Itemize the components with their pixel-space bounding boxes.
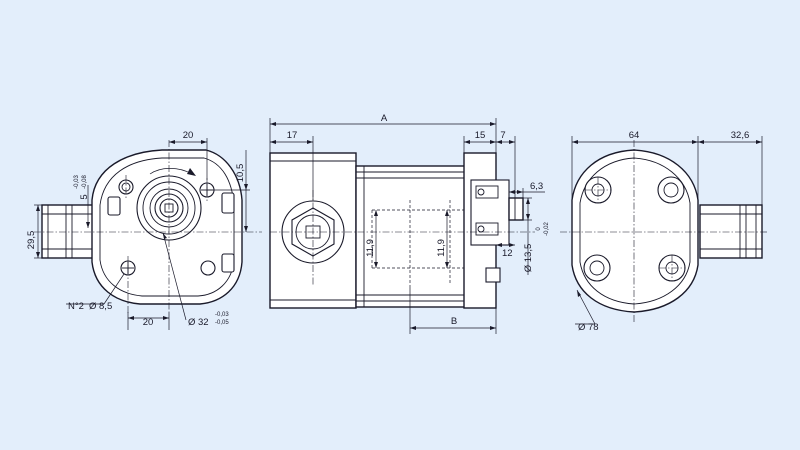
tol-shaft-upper: -0,03	[215, 312, 229, 318]
dim-bottom-width: 20	[143, 317, 154, 328]
port-label: N°2	[68, 301, 84, 312]
dim-7: 7	[500, 130, 505, 141]
rear-bolt	[657, 176, 685, 204]
shaft-diameter: Ø 32	[188, 317, 209, 328]
port-diameter: Ø 8,5	[89, 301, 112, 312]
rear-view: 64 32,6 Ø 78	[560, 130, 768, 333]
dim-78: Ø 78	[578, 322, 599, 333]
dim-offset: 5	[79, 194, 90, 199]
dim-top-width: 20	[183, 130, 194, 141]
rear-body	[571, 149, 699, 313]
seal-housing	[470, 179, 510, 246]
dim-left-height: 29,5	[26, 231, 37, 250]
shaft-tip-diameter: Ø 13,5	[523, 244, 534, 273]
tol-offset-upper: -0,03	[74, 175, 80, 189]
dim-12: 12	[502, 248, 513, 259]
tol-shaft-lower: -0,05	[215, 320, 229, 326]
dim-11-9-right: 11,9	[436, 239, 447, 257]
dim-32-6: 32,6	[731, 130, 750, 141]
dim-6-3: 6,3	[530, 181, 543, 192]
dim-64: 64	[629, 130, 640, 141]
side-body	[355, 165, 469, 308]
dim-15: 15	[475, 130, 486, 141]
rear-bolt	[583, 254, 611, 282]
dim-A: A	[381, 113, 388, 124]
dim-right-height: 10,5	[235, 164, 246, 183]
dim-11-9-left: 11,9	[365, 239, 376, 257]
tol-tip-upper: 0	[536, 227, 542, 231]
front-view: 20 10,5 29,5 5 -0,03 -0,08 20 N°2 Ø 8,5	[26, 130, 262, 330]
tol-offset-lower: -0,08	[82, 175, 88, 189]
shaft-tip	[508, 197, 524, 221]
dim-B: B	[451, 316, 457, 327]
dim-17: 17	[287, 130, 298, 141]
rear-flange-stub	[699, 204, 763, 259]
tol-tip-lower: -0,02	[544, 222, 550, 236]
side-view: A 17 15 7 6,3 12 Ø 13,5 0 -0,02 11,9	[269, 113, 550, 334]
bolt-hole	[200, 260, 216, 276]
rotation-arrow-icon	[187, 168, 196, 176]
